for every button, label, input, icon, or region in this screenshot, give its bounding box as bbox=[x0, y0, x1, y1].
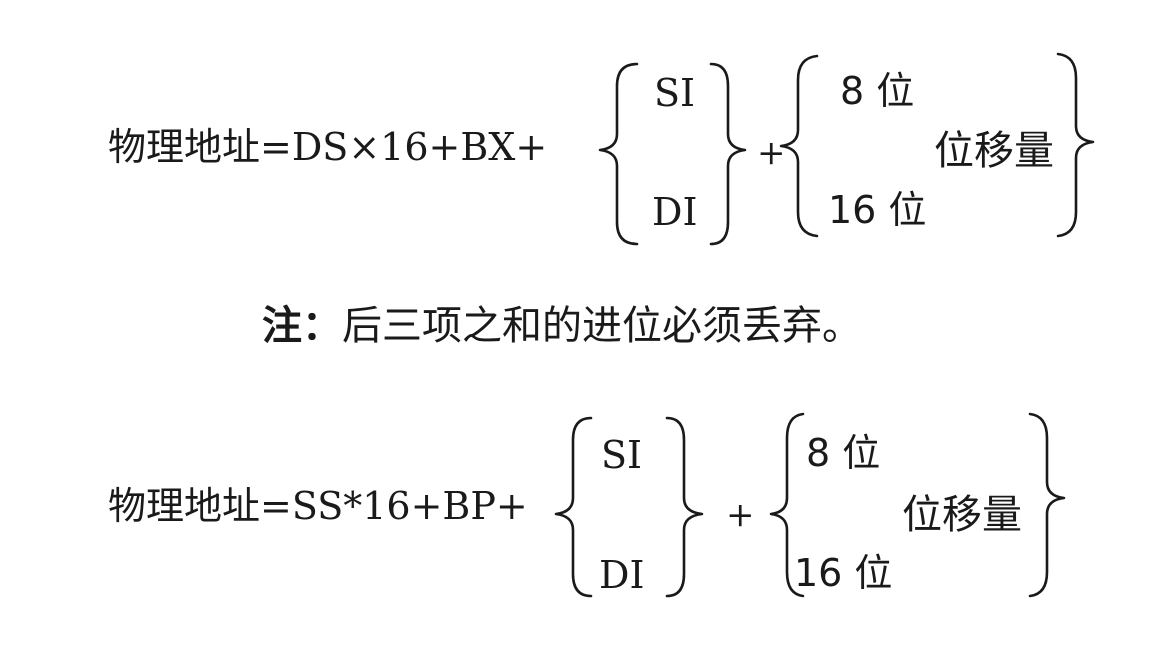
f2-disp-left-brace bbox=[769, 412, 805, 598]
formula2-lhs: 物理地址=SS*16+BP+ bbox=[108, 484, 528, 528]
formula2-disp-top: 8 位 bbox=[806, 431, 881, 475]
formula2-disp-bottom: 16 位 bbox=[794, 551, 893, 595]
note-label: 注： bbox=[262, 303, 342, 349]
note: 注：后三项之和的进位必须丢弃。 bbox=[262, 306, 862, 346]
f1-index-left-brace bbox=[598, 62, 639, 246]
formula1-index-top: SI bbox=[654, 71, 696, 115]
formula2-plus: + bbox=[726, 495, 755, 535]
formula1-index-bottom: DI bbox=[652, 190, 698, 234]
note-text: 后三项之和的进位必须丢弃。 bbox=[342, 303, 862, 349]
f2-index-right-brace bbox=[665, 416, 704, 598]
formula2-index-top: SI bbox=[601, 433, 643, 477]
formula2-disp-label: 位移量 bbox=[902, 492, 1022, 538]
f2-index-left-brace bbox=[554, 416, 593, 598]
formula1-disp-label: 位移量 bbox=[934, 128, 1054, 174]
f2-disp-right-brace bbox=[1028, 412, 1066, 598]
formula1-disp-top: 8 位 bbox=[840, 69, 915, 113]
f1-disp-left-brace bbox=[779, 54, 819, 238]
f1-index-right-brace bbox=[709, 62, 747, 246]
formula1-plus: + bbox=[757, 133, 786, 173]
formula1-disp-bottom: 16 位 bbox=[828, 188, 927, 232]
formula2-index-bottom: DI bbox=[599, 553, 645, 597]
formula1-lhs: 物理地址=DS×16+BX+ bbox=[108, 125, 548, 169]
f1-disp-right-brace bbox=[1056, 52, 1095, 238]
